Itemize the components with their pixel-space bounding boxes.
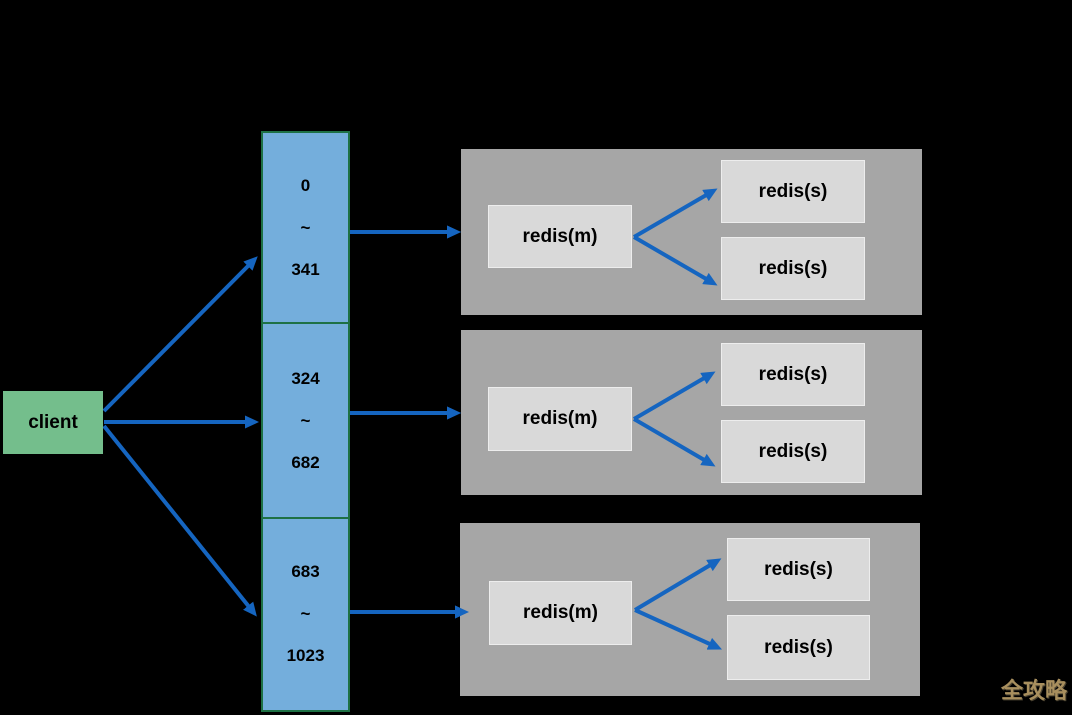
- redis-slave-label: redis(s): [758, 363, 828, 385]
- slot-range-from: 0: [300, 175, 311, 195]
- client-label: client: [28, 411, 78, 433]
- slot-segment-324-682: 324 ~ 682: [263, 324, 348, 519]
- slot-range-separator: ~: [300, 604, 311, 624]
- slot-range-separator: ~: [300, 410, 311, 430]
- redis-slave-node-2b: redis(s): [721, 420, 865, 483]
- slot-segment-0-341: 0 ~ 341: [263, 133, 348, 325]
- redis-slave-label: redis(s): [764, 558, 833, 580]
- slot-segment-683-1023: 683 ~ 1023: [263, 519, 348, 710]
- arrow-client-to-slot1: [102, 256, 258, 413]
- redis-slave-label: redis(s): [764, 636, 833, 658]
- redis-slave-node-2a: redis(s): [721, 343, 865, 406]
- redis-master-node-1: redis(m): [488, 205, 632, 268]
- redis-slave-label: redis(s): [758, 440, 828, 462]
- client-node: client: [3, 391, 103, 454]
- hash-slot-bar: 0 ~ 341 324 ~ 682 683 ~ 1023: [261, 131, 350, 712]
- slot-range-to: 341: [291, 259, 320, 279]
- redis-slave-label: redis(s): [758, 257, 828, 279]
- redis-master-label: redis(m): [522, 225, 598, 247]
- slot-range-from: 683: [291, 562, 320, 582]
- slot-range-separator: ~: [300, 217, 311, 237]
- redis-master-label: redis(m): [522, 408, 598, 429]
- redis-master-node-2: redis(m): [488, 387, 632, 451]
- slot-range-to: 1023: [286, 646, 325, 666]
- redis-slave-label: redis(s): [758, 180, 828, 202]
- redis-slave-node-3b: redis(s): [727, 615, 870, 680]
- arrow-client-to-slot3: [102, 424, 257, 617]
- slot-range-from: 324: [291, 368, 320, 388]
- redis-slave-node-3a: redis(s): [727, 538, 870, 601]
- redis-slave-node-1b: redis(s): [721, 237, 865, 300]
- slot-range-to: 682: [291, 452, 320, 472]
- redis-master-label: redis(m): [523, 602, 598, 623]
- redis-master-node-3: redis(m): [489, 581, 632, 645]
- watermark-text: 全攻略: [1001, 678, 1068, 703]
- redis-slave-node-1a: redis(s): [721, 160, 865, 223]
